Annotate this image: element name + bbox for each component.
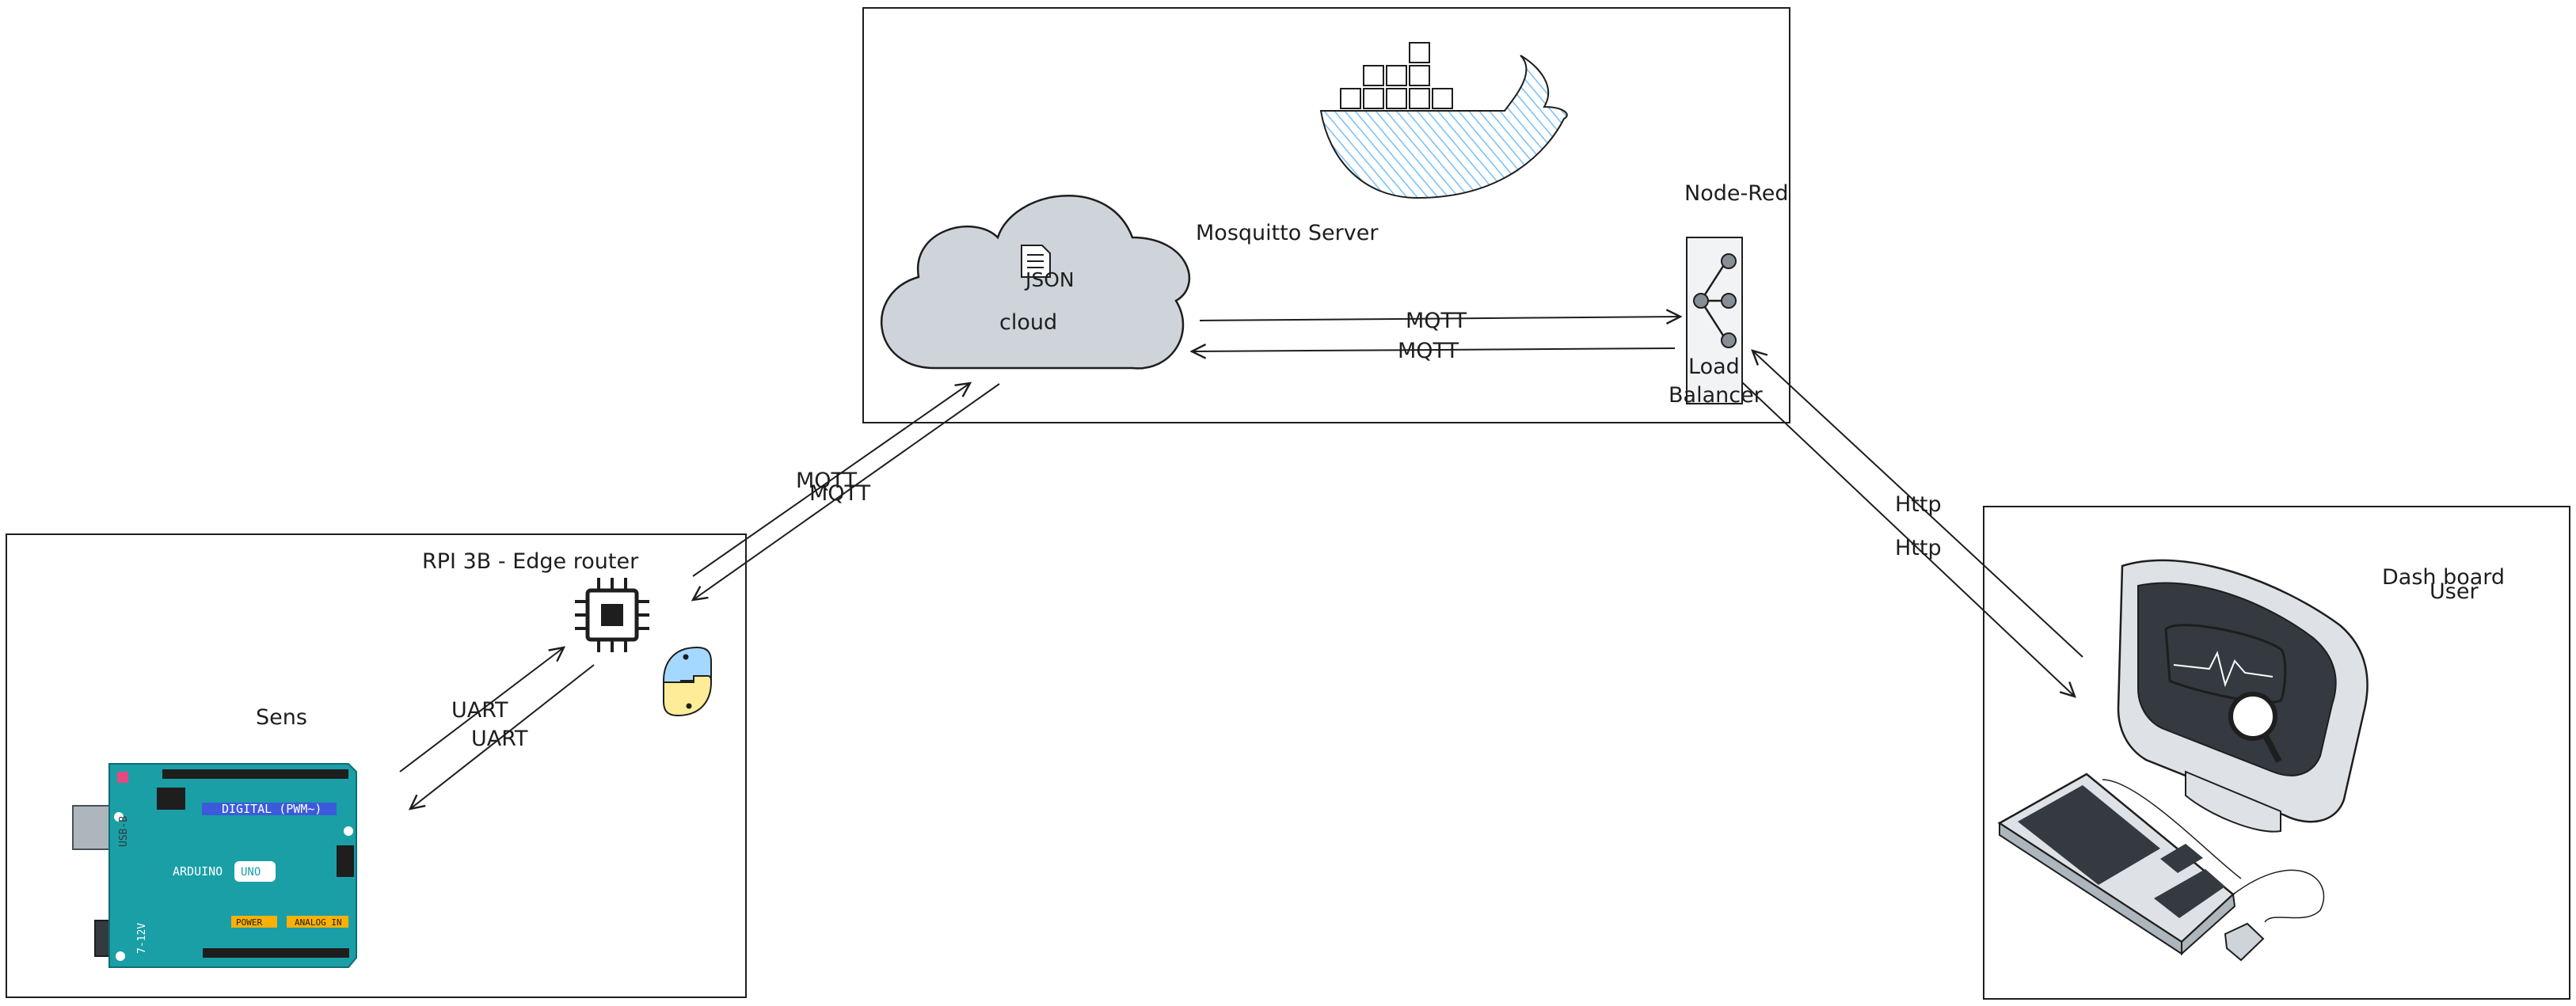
cpu-chip-icon [575,578,649,652]
http-label-1: Http [1895,492,1942,517]
json-label: JSON [1024,268,1075,291]
arrow-uart-to-router [399,647,564,773]
computer-user-icon [1997,559,2369,962]
edge-container [6,533,747,998]
python-logo-icon [662,646,713,717]
uart-label-2: UART [471,727,528,751]
node-red-flow-icon [1693,253,1737,348]
arduino-analog-label: ANALOG IN [295,917,342,928]
arduino-model-label: UNO [241,866,261,879]
cloud-label: cloud [999,310,1057,335]
mqtt-label-4: MQTT [809,481,871,506]
json-file-icon [1021,245,1051,278]
arduino-uno-board [72,763,357,968]
arduino-dc-label: 7-12V [136,923,148,954]
arduino-power-label: POWER [236,917,262,928]
load-balancer-label-2: Balancer [1669,383,1764,408]
arrow-uart-to-arduino [410,664,595,809]
mqtt-label-1: MQTT [1406,309,1467,333]
uart-label-1: UART [451,698,508,723]
arduino-usb-label: USB-B [118,816,130,847]
cloud-shape [880,194,1190,370]
docker-whale-icon [1319,42,1568,199]
load-balancer-label-1: Load [1688,355,1740,379]
arrow-http-dashboard-to-lb [1752,351,2083,658]
mqtt-label-2: MQTT [1398,339,1459,363]
arrow-mqtt-cloud-to-edge [693,383,1000,600]
node-red-label: Node-Red [1684,181,1789,206]
router-label: RPI 3B - Edge router [422,549,639,574]
http-label-2: Http [1895,536,1942,560]
sensor-label: Sens [256,705,307,730]
dashboard-label-2: User [2430,579,2479,604]
dashboard-container [1983,506,2570,1000]
arrow-http-lb-to-dashboard [1741,382,2075,697]
arrow-mqtt-edge-to-cloud [692,383,970,577]
arrow-mqtt-lb-to-cloud [1192,348,1676,351]
server-container [862,7,1790,423]
arduino-digital-label: DIGITAL (PWM~) [222,802,322,816]
mosquitto-server-label: Mosquitto Server [1196,221,1379,245]
arrow-mqtt-cloud-to-lb [1199,317,1680,321]
mqtt-label-3: MQTT [796,469,858,493]
arduino-brand-label: ARDUINO [173,864,223,879]
dashboard-label-1: Dash board [2382,565,2505,590]
